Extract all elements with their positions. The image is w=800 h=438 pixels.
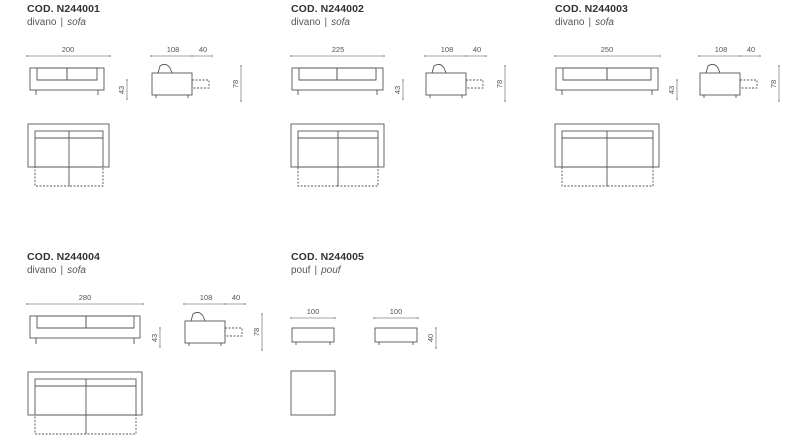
depth-label: 108 — [167, 45, 180, 54]
product-3-drawings: 250 43 108 40 78 — [554, 45, 780, 187]
depth-dimension: 108 40 — [424, 45, 487, 57]
separator: | — [314, 265, 318, 276]
depth-dimension: 108 40 — [183, 293, 246, 305]
product-4-drawings: 280 43 108 40 78 — [26, 293, 263, 435]
seat-height-label: 43 — [150, 334, 159, 342]
width-label: 280 — [79, 293, 92, 302]
product-name: divano|sofa — [27, 265, 100, 276]
top-view — [27, 371, 143, 435]
front-view — [29, 315, 141, 344]
product-header-1: COD. N244001 divano|sofa — [27, 3, 100, 28]
height-label: 78 — [769, 80, 778, 88]
seat-height-label: 43 — [393, 86, 402, 94]
side-depth-dimension: 100 — [373, 307, 419, 319]
product-2-drawings: 225 43 108 40 78 — [290, 45, 506, 187]
height-dimension: 78 — [495, 65, 506, 102]
height-label: 78 — [252, 328, 261, 336]
name-en: sofa — [595, 17, 614, 28]
top-view — [554, 123, 660, 187]
width-dimension: 280 — [26, 293, 144, 305]
width-label: 225 — [332, 45, 345, 54]
front-width-dimension: 100 — [290, 307, 336, 319]
height-label: 78 — [231, 80, 240, 88]
front-view — [29, 67, 105, 95]
separator: | — [588, 17, 592, 28]
height-dimension: 78 — [231, 65, 242, 102]
depth-label: 108 — [200, 293, 213, 302]
width-dimension: 225 — [290, 45, 385, 57]
name-it: divano — [291, 17, 321, 28]
height-dimension: 78 — [769, 65, 780, 102]
product-code: COD. N244002 — [291, 3, 364, 15]
side-view — [425, 63, 484, 98]
product-name: divano|sofa — [27, 17, 100, 28]
name-en: pouf — [321, 265, 341, 276]
name-it: divano — [27, 265, 57, 276]
separator: | — [60, 17, 64, 28]
height-dimension: 78 — [252, 313, 263, 351]
product-name: pouf|pouf — [291, 265, 364, 276]
depth-label: 100 — [390, 307, 403, 316]
name-en: sofa — [67, 17, 86, 28]
depth-dimension: 108 40 — [698, 45, 761, 57]
top-view — [27, 123, 110, 187]
top-view — [290, 123, 385, 187]
front-view — [291, 67, 384, 95]
depth-dimension: 108 40 — [150, 45, 213, 57]
name-it: pouf — [291, 265, 311, 276]
name-en: sofa — [67, 265, 86, 276]
product-header-5: COD. N244005 pouf|pouf — [291, 251, 364, 276]
product-header-4: COD. N244004 divano|sofa — [27, 251, 100, 276]
product-1-drawings: 200 43 108 40 — [26, 45, 242, 187]
width-dimension: 250 — [554, 45, 661, 57]
width-label: 100 — [307, 307, 320, 316]
product-code: COD. N244004 — [27, 251, 100, 263]
width-label: 200 — [62, 45, 75, 54]
product-name: divano|sofa — [555, 17, 628, 28]
product-name: divano|sofa — [291, 17, 364, 28]
product-header-2: COD. N244002 divano|sofa — [291, 3, 364, 28]
side-view — [374, 327, 418, 345]
extension-label: 40 — [199, 45, 207, 54]
extension-label: 40 — [232, 293, 240, 302]
seat-height-dimension: 43 — [667, 79, 678, 100]
depth-label: 108 — [441, 45, 454, 54]
seat-height-dimension: 43 — [150, 327, 161, 348]
name-en: sofa — [331, 17, 350, 28]
front-view — [555, 67, 659, 95]
name-it: divano — [27, 17, 57, 28]
height-label: 40 — [426, 334, 435, 342]
seat-height-label: 43 — [667, 86, 676, 94]
seat-height-dimension: 43 — [117, 79, 128, 100]
product-code: COD. N244005 — [291, 251, 364, 263]
product-5-drawings: 100 100 40 — [290, 307, 437, 416]
product-code: COD. N244003 — [555, 3, 628, 15]
front-view — [291, 327, 335, 345]
seat-height-label: 43 — [117, 86, 126, 94]
height-label: 78 — [495, 80, 504, 88]
width-label: 250 — [601, 45, 614, 54]
top-view — [290, 370, 336, 416]
name-it: divano — [555, 17, 585, 28]
separator: | — [324, 17, 328, 28]
height-dimension: 40 — [426, 327, 437, 349]
side-view — [151, 63, 210, 98]
extension-label: 40 — [473, 45, 481, 54]
depth-label: 108 — [715, 45, 728, 54]
product-header-3: COD. N244003 divano|sofa — [555, 3, 628, 28]
product-code: COD. N244001 — [27, 3, 100, 15]
extension-label: 40 — [747, 45, 755, 54]
separator: | — [60, 265, 64, 276]
side-view — [699, 63, 758, 98]
seat-height-dimension: 43 — [393, 79, 404, 100]
side-view — [184, 311, 243, 346]
width-dimension: 200 — [26, 45, 111, 57]
